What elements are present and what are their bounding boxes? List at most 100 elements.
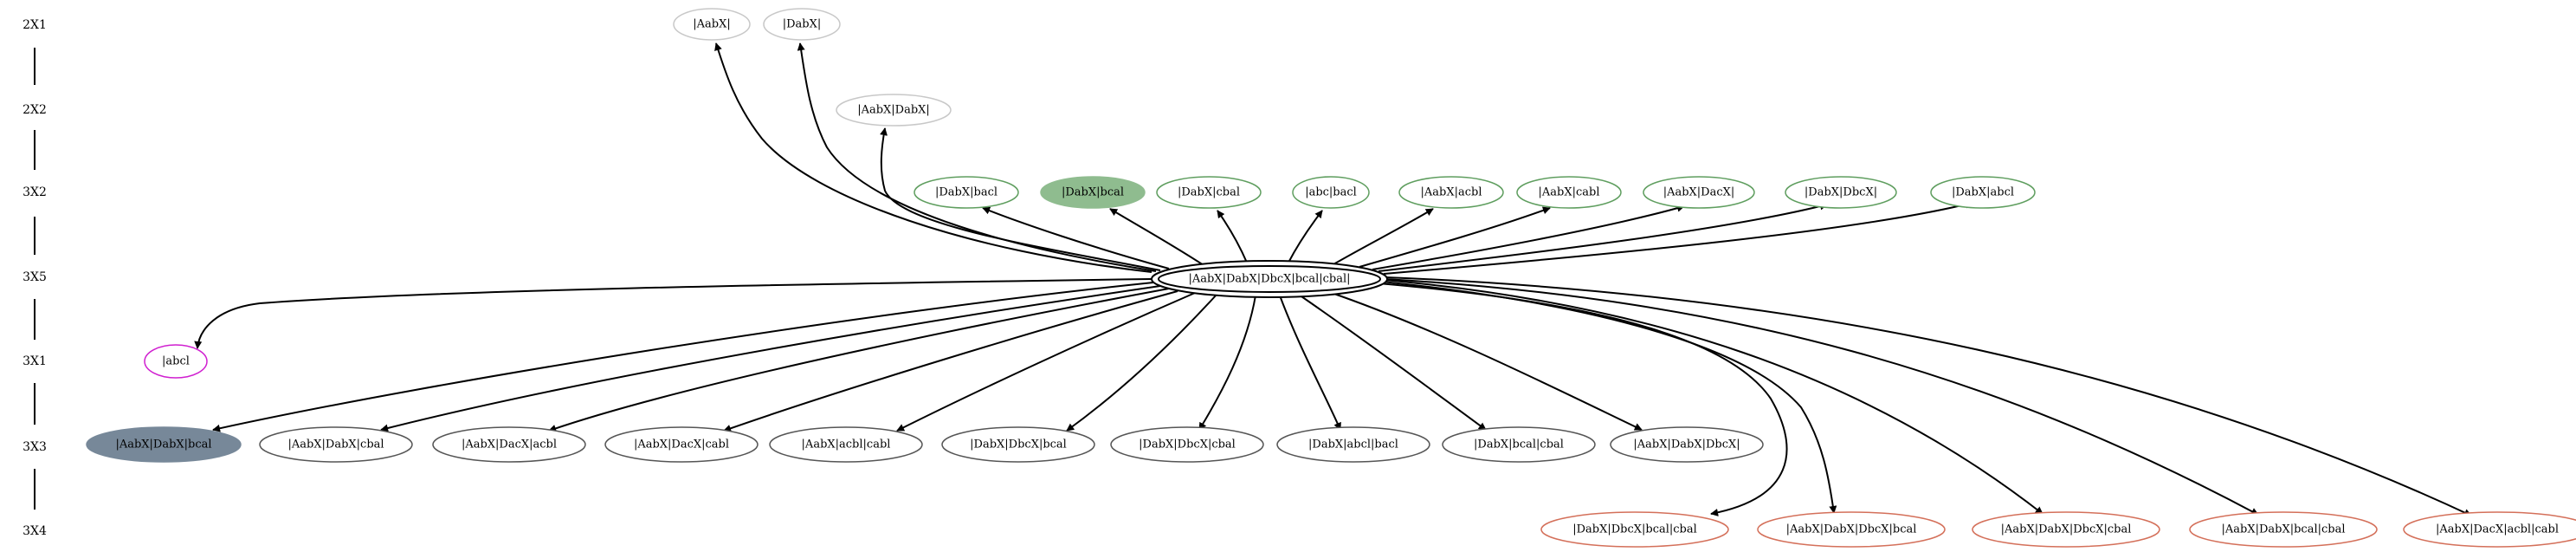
node-n9[interactable]: |AabX|cabl xyxy=(1516,176,1622,209)
edge-to-n25 xyxy=(1381,281,1837,514)
node-n3[interactable]: |AabX|DabX| xyxy=(836,94,952,127)
node-label: |abc|bacl xyxy=(1305,186,1357,199)
node-shape xyxy=(1643,176,1755,209)
rank-label-3x5: 3X5 xyxy=(23,270,47,284)
edge-to-n4 xyxy=(982,206,1170,270)
node-label: |AabX|DabX|DbcX|bcal xyxy=(1786,523,1917,536)
node-label: |AabX|DabX| xyxy=(857,104,930,117)
node-n12[interactable]: |DabX|abcl xyxy=(1930,176,2036,209)
edge-to-n6 xyxy=(1217,210,1248,263)
node-n8[interactable]: |AabX|acbl xyxy=(1398,176,1504,209)
edges xyxy=(194,42,2472,516)
node-n28[interactable]: |AabX|DacX|acbl|cabl xyxy=(2403,511,2576,548)
node-label: |DabX|DbcX| xyxy=(1804,186,1877,199)
node-shape xyxy=(1516,176,1622,209)
node-n4[interactable]: |DabX|bacl xyxy=(914,176,1019,209)
node-shape xyxy=(1972,511,2160,548)
node-n23[interactable]: |AabX|DabX|DbcX| xyxy=(1610,426,1764,463)
edge-to-n21 xyxy=(1279,295,1341,431)
node-n25[interactable]: |AabX|DabX|DbcX|bcal xyxy=(1757,511,1946,548)
node-label: |DabX|cbal xyxy=(1178,186,1240,199)
node-n11[interactable]: |DabX|DbcX| xyxy=(1785,176,1897,209)
node-shape xyxy=(1156,176,1262,209)
node-shape xyxy=(1610,426,1764,463)
node-n14[interactable]: |AabX|DabX|bcal xyxy=(86,426,242,463)
node-shape xyxy=(1785,176,1897,209)
node-n17[interactable]: |AabX|DacX|cabl xyxy=(604,426,759,463)
node-n18[interactable]: |AabX|acbl|cabl xyxy=(769,426,923,463)
node-n7[interactable]: |abc|bacl xyxy=(1292,176,1370,209)
edge-to-n23 xyxy=(1328,291,1643,431)
node-n6[interactable]: |DabX|cbal xyxy=(1156,176,1262,209)
node-label: |DabX|bcal|cbal xyxy=(1474,438,1564,451)
rank-axis: 2X1 2X2 3X2 3X5 3X1 3X3 3X4 xyxy=(23,18,47,538)
node-shape xyxy=(1540,511,1729,548)
edge-to-n20 xyxy=(1198,295,1256,431)
node-shape xyxy=(1276,426,1430,463)
node-shape xyxy=(2403,511,2576,548)
node-center-outer xyxy=(1151,260,1388,298)
rank-label-3x4: 3X4 xyxy=(23,524,47,538)
node-shape xyxy=(769,426,923,463)
node-shape xyxy=(1930,176,2036,209)
edge-to-n14 xyxy=(212,282,1154,432)
edge-to-n11 xyxy=(1378,202,1828,272)
edge-to-n13 xyxy=(194,278,1152,349)
node-label: |AabX|DabX|bcal|cbal xyxy=(2221,523,2345,536)
node-label: |DabX| xyxy=(783,18,822,31)
node-shape xyxy=(604,426,759,463)
node-label: |AabX|DacX|cabl xyxy=(634,438,729,451)
node-n24[interactable]: |DabX|DbcX|bcal|cbal xyxy=(1540,511,1729,548)
node-shape xyxy=(1292,176,1370,209)
node-n19[interactable]: |DabX|DbcX|bcal xyxy=(941,426,1095,463)
node-label: |AabX|DabX|cbal xyxy=(287,438,384,451)
edge-to-n2 xyxy=(797,42,1157,272)
node-center-label: |AabX|DabX|DbcX|bcal|cbal| xyxy=(1188,273,1350,286)
node-shape xyxy=(1040,176,1146,209)
node-shape xyxy=(2189,511,2378,548)
edge-to-n10 xyxy=(1372,204,1685,270)
rank-label-3x3: 3X3 xyxy=(23,440,47,454)
node-label: |AabX|DacX|acbl xyxy=(462,438,557,451)
edge-to-n22 xyxy=(1298,294,1487,431)
node-shape xyxy=(1398,176,1504,209)
node-n27[interactable]: |AabX|DabX|bcal|cbal xyxy=(2189,511,2378,548)
node-n20[interactable]: |DabX|DbcX|cbal xyxy=(1110,426,1264,463)
node-center[interactable]: |AabX|DabX|DbcX|bcal|cbal| xyxy=(1151,260,1388,298)
node-n22[interactable]: |DabX|bcal|cbal xyxy=(1442,426,1596,463)
node-label: |DabX|bcal xyxy=(1062,186,1124,199)
node-n2[interactable]: |DabX| xyxy=(763,8,841,41)
edge-to-n27 xyxy=(1384,278,2259,516)
node-label: |AabX|acbl|cabl xyxy=(802,438,891,451)
edge-to-n28 xyxy=(1385,276,2472,516)
node-n21[interactable]: |DabX|abcl|bacl xyxy=(1276,426,1430,463)
node-shape xyxy=(836,94,952,127)
node-center-inner xyxy=(1158,265,1381,293)
node-n13[interactable]: |abcl xyxy=(144,344,208,379)
node-label: |DabX|abcl|bacl xyxy=(1308,438,1398,451)
edge-to-n1 xyxy=(714,42,1152,273)
node-label: |AabX| xyxy=(693,18,730,31)
node-n16[interactable]: |AabX|DacX|acbl xyxy=(432,426,586,463)
edge-to-n12 xyxy=(1383,200,1973,275)
node-n15[interactable]: |AabX|DabX|cbal xyxy=(259,426,413,463)
edge-to-n16 xyxy=(548,288,1170,432)
node-shape xyxy=(1110,426,1264,463)
node-n26[interactable]: |AabX|DabX|DbcX|cbal xyxy=(1972,511,2160,548)
node-label: |DabX|DbcX|bcal|cbal xyxy=(1572,523,1697,536)
rank-label-2x1: 2X1 xyxy=(23,18,47,32)
edge-to-n26 xyxy=(1383,279,2043,515)
node-n1[interactable]: |AabX| xyxy=(673,8,751,41)
node-label: |AabX|DabX|DbcX|cbal xyxy=(2001,523,2132,536)
node-shape xyxy=(673,8,751,41)
edge-to-n19 xyxy=(1066,294,1217,432)
edge-to-n24 xyxy=(1378,282,1788,516)
node-n5[interactable]: |DabX|bcal xyxy=(1040,176,1146,209)
edge-to-n9 xyxy=(1359,206,1551,268)
rank-label-2x2: 2X2 xyxy=(23,103,47,117)
node-label: |AabX|acbl xyxy=(1421,186,1482,199)
edge-to-n18 xyxy=(896,292,1196,432)
node-n10[interactable]: |AabX|DacX| xyxy=(1643,176,1755,209)
node-label: |DabX|abcl xyxy=(1952,186,2014,199)
